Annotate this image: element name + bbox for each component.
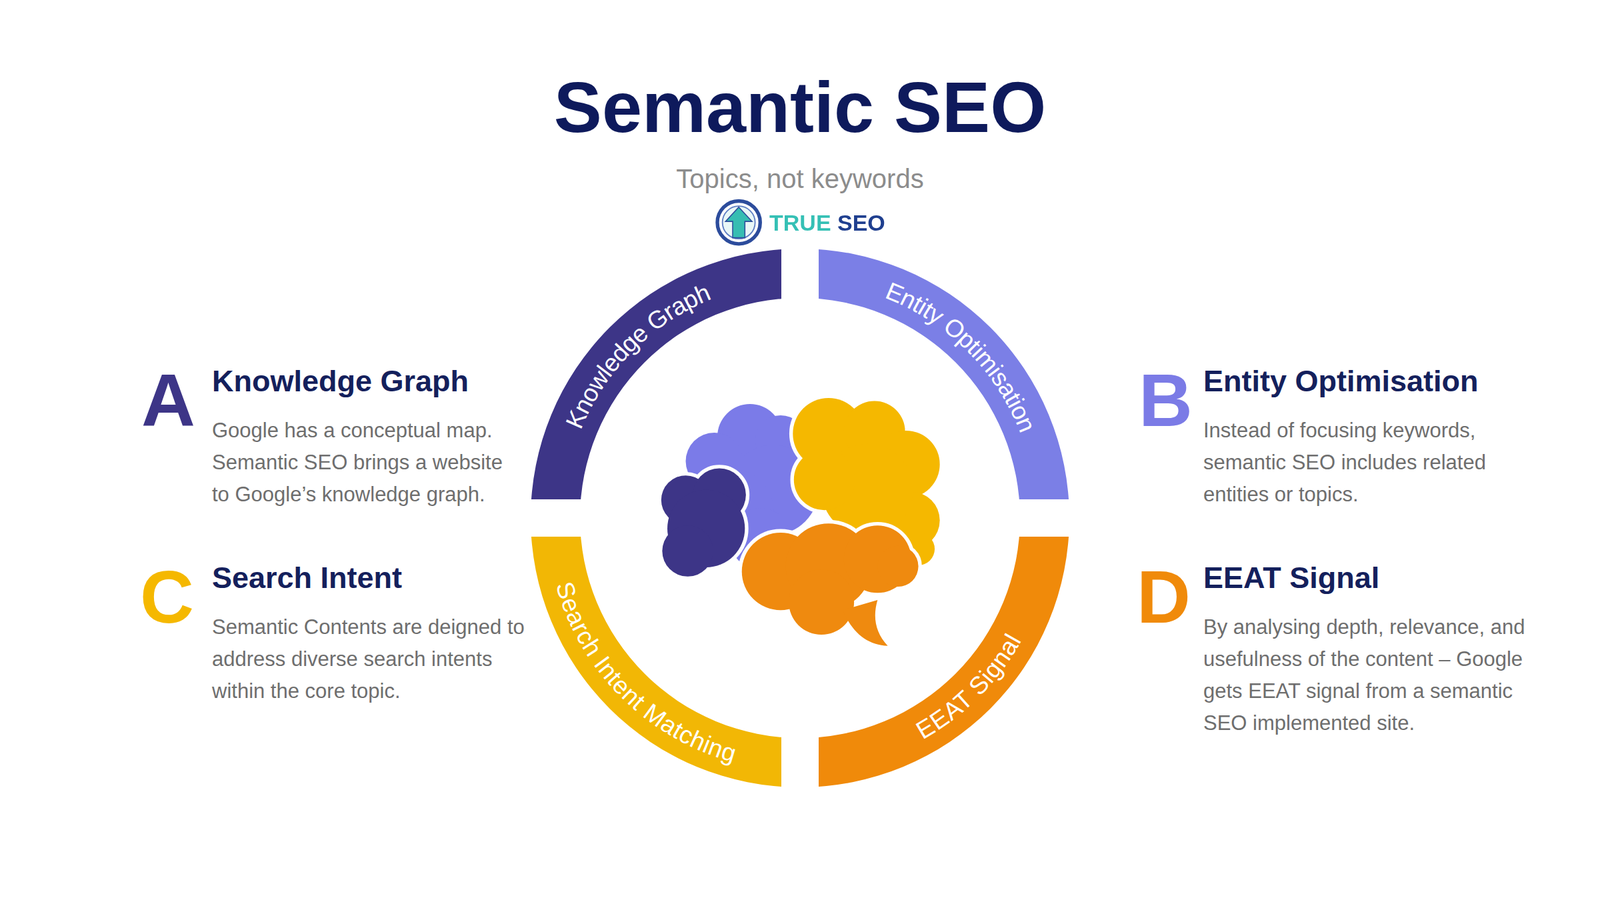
ring-segment: Search Intent Matching bbox=[530, 536, 782, 788]
brain-outline bbox=[661, 468, 746, 577]
ring-segment: Knowledge Graph bbox=[530, 248, 782, 500]
ring-segment-shape: Entity Optimisation bbox=[818, 248, 1070, 500]
section-letter: A bbox=[141, 363, 196, 438]
section-body: Semantic Contents are deigned to address… bbox=[212, 611, 539, 708]
section-body: By analysing depth, relevance, and usefu… bbox=[1203, 611, 1557, 740]
text-guide bbox=[555, 273, 782, 500]
brain-lobe bbox=[788, 569, 854, 635]
section-heading: Knowledge Graph bbox=[212, 363, 469, 400]
section-body: Google has a conceptual map. Semantic SE… bbox=[212, 414, 526, 511]
segment-label: Knowledge Graph bbox=[560, 278, 715, 433]
ring-segment: EEAT Signal bbox=[818, 536, 1070, 788]
ring-segment-shape: Knowledge Graph bbox=[530, 248, 782, 500]
section-letter: B bbox=[1138, 363, 1193, 438]
segment-label: Search Intent Matching bbox=[550, 578, 740, 768]
segment-label: EEAT Signal bbox=[911, 629, 1027, 744]
brain-lobe bbox=[794, 448, 856, 510]
section-heading: Search Intent bbox=[212, 560, 402, 596]
brain-lobe bbox=[877, 546, 918, 587]
logo-arrow bbox=[725, 207, 752, 238]
ring-band bbox=[818, 248, 1070, 500]
text-guide bbox=[818, 273, 1045, 500]
logo-text: TRUE SEO bbox=[769, 208, 886, 237]
segment-label: Entity Optimisation bbox=[882, 276, 1042, 436]
text-guide bbox=[818, 536, 1045, 763]
subtitle: Topics, not keywords bbox=[600, 162, 1000, 195]
ring-segment-shape: EEAT Signal bbox=[818, 536, 1070, 788]
ring-band bbox=[818, 536, 1070, 788]
brain-lobe bbox=[788, 569, 854, 635]
diagram-title: Semantic SEO bbox=[400, 64, 1200, 151]
section-heading: Entity Optimisation bbox=[1203, 363, 1479, 400]
brain-outline bbox=[742, 523, 919, 646]
logo-ring bbox=[717, 201, 760, 244]
section-heading: EEAT Signal bbox=[1203, 560, 1380, 596]
brain-lobe-orange bbox=[742, 523, 919, 646]
brain-lobe bbox=[662, 525, 714, 577]
brain-tail bbox=[842, 600, 888, 646]
section-letter: C bbox=[140, 560, 194, 635]
ring-segment: Entity Optimisation bbox=[818, 248, 1070, 500]
brain-lobe bbox=[794, 448, 856, 510]
section-letter: D bbox=[1136, 560, 1191, 635]
ring-band bbox=[530, 248, 782, 500]
ring-band bbox=[530, 536, 782, 788]
logo-disc bbox=[722, 206, 756, 239]
ring-segment-shape: Search Intent Matching bbox=[530, 536, 782, 788]
section-body: Instead of focusing keywords, semantic S… bbox=[1203, 414, 1537, 511]
brain-lobe bbox=[662, 525, 714, 577]
brain-lobe bbox=[877, 546, 918, 587]
brain-lobe-navy bbox=[661, 468, 746, 577]
